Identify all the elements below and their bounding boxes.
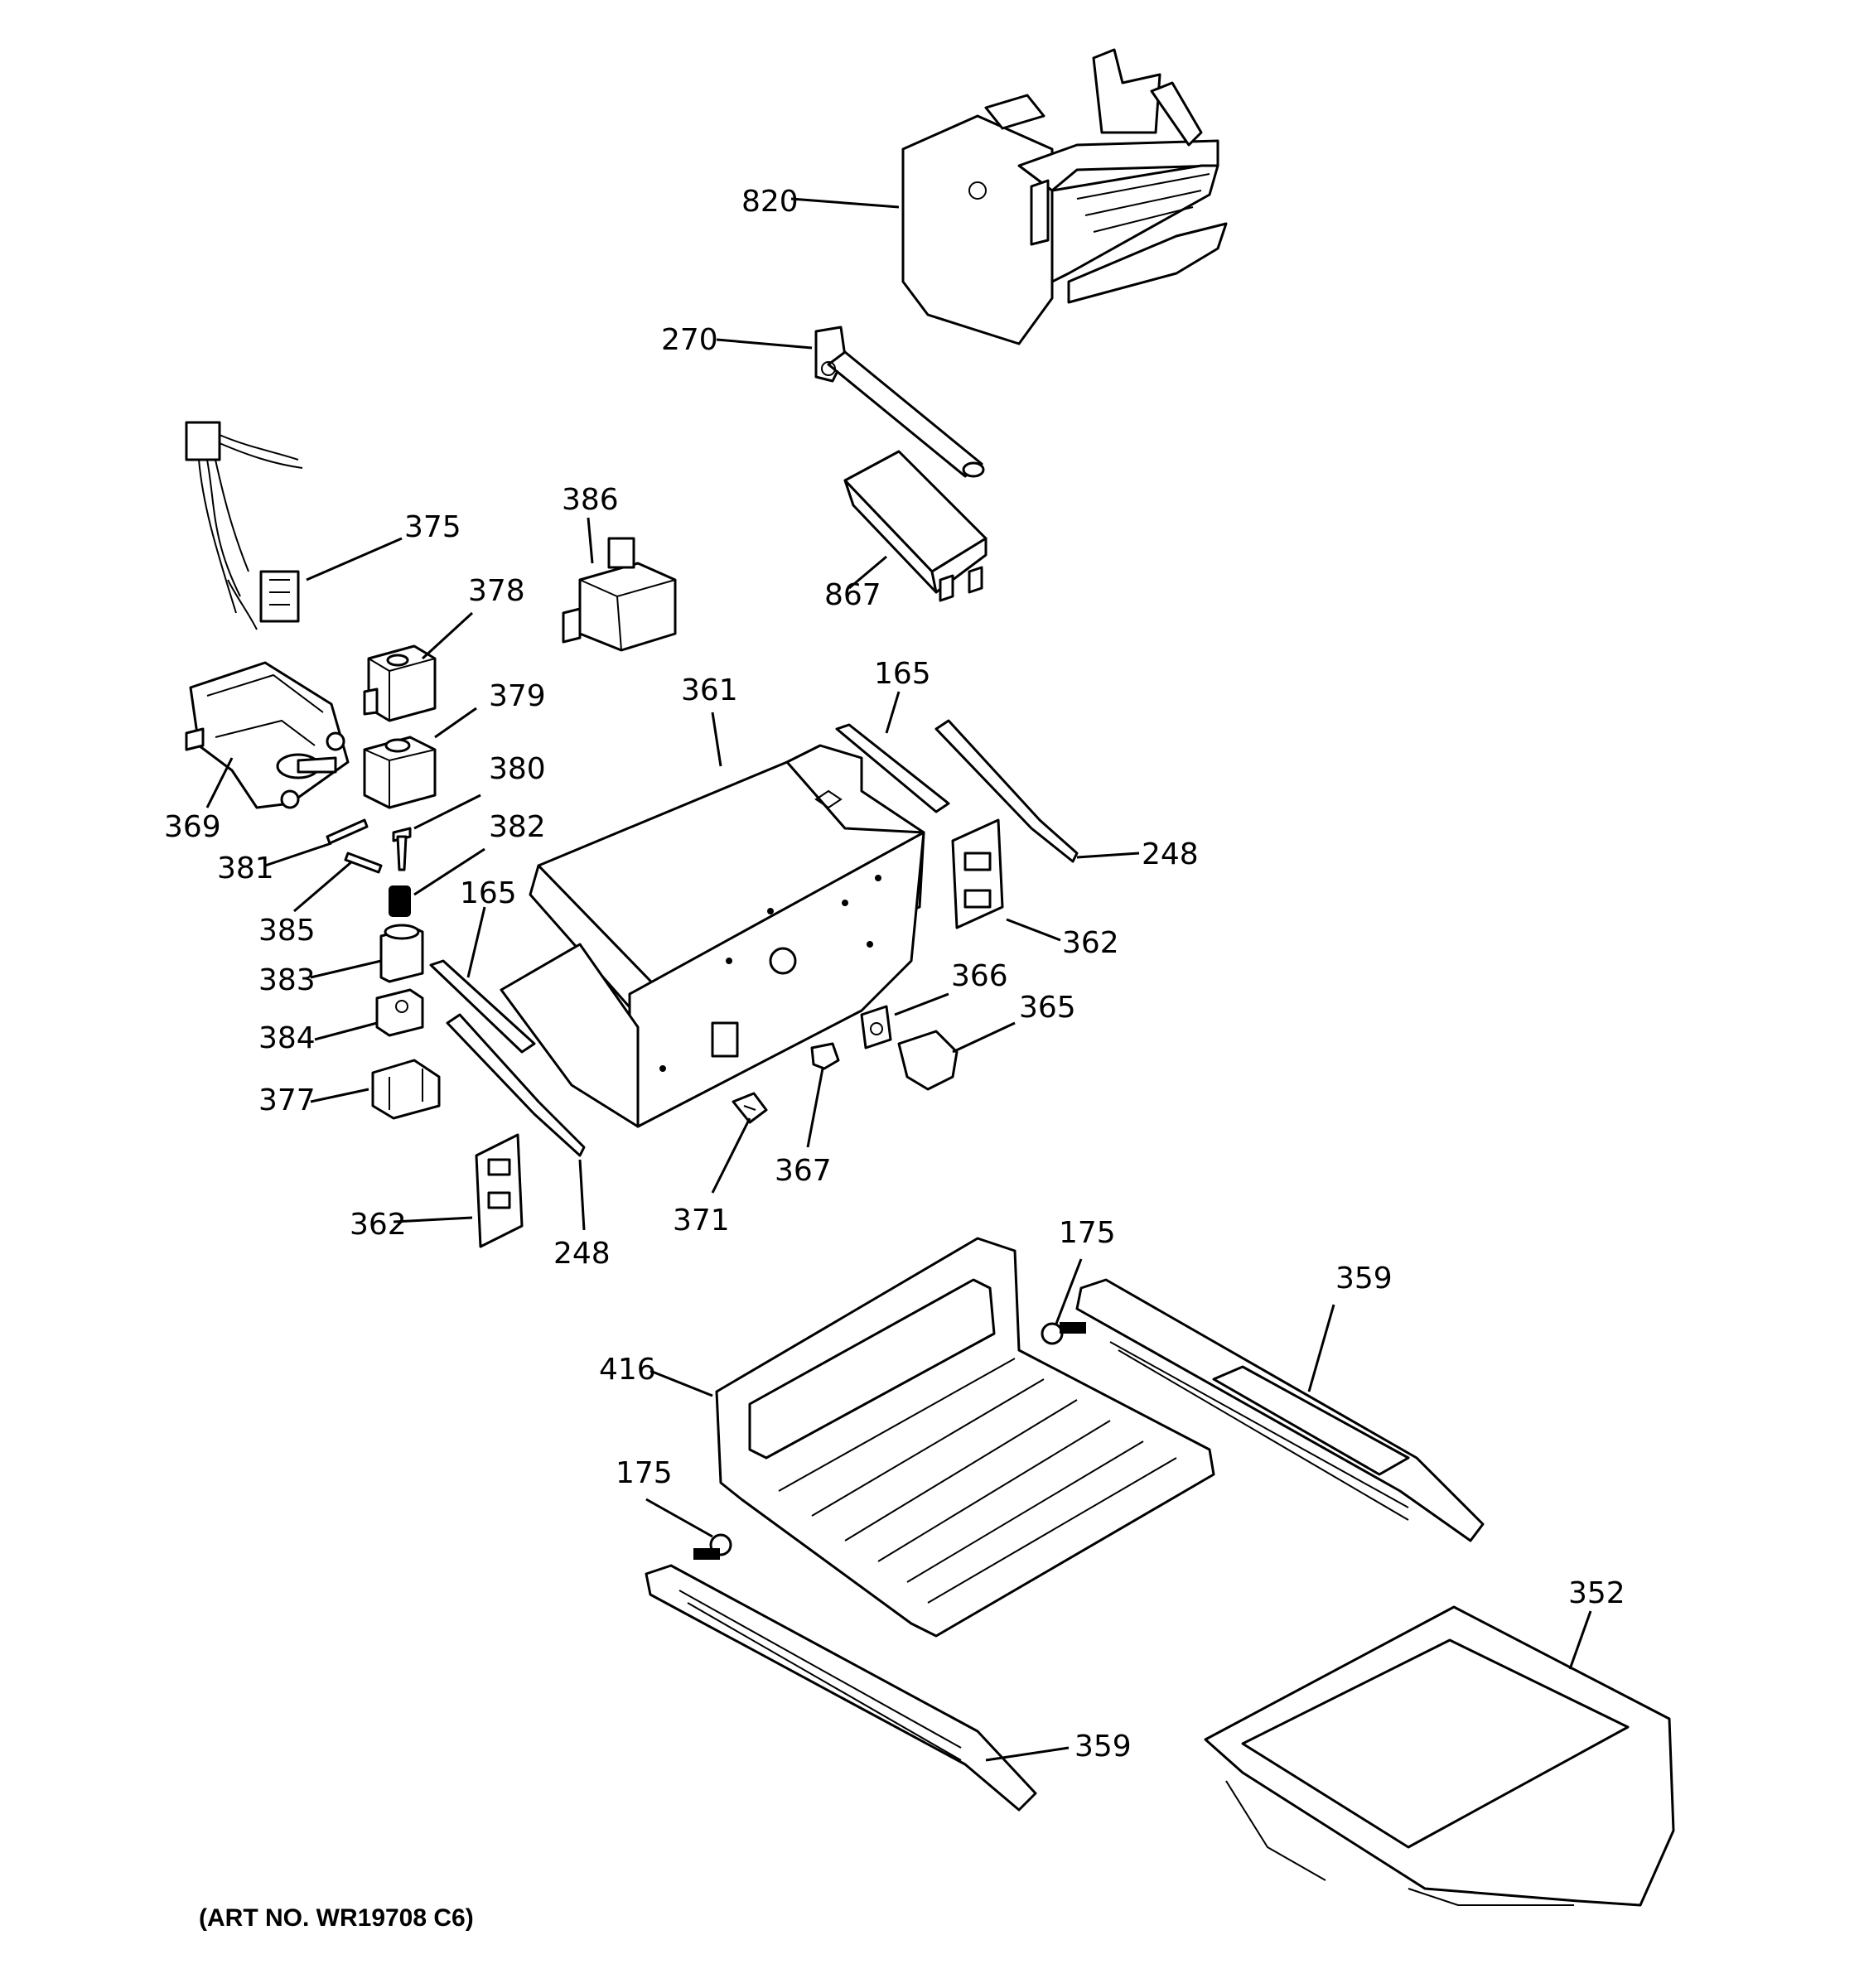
leader-lines [205,197,1592,1762]
callout-361: 361 [681,673,738,707]
art-number: (ART NO. WR19708 C6) [199,1904,474,1932]
rail-part-359-upper [1075,1278,1485,1542]
callout-375: 375 [404,510,461,544]
ice-maker-part-820 [901,48,1228,345]
callout-369: 369 [164,810,221,844]
callout-365: 365 [1019,991,1076,1025]
callout-352: 352 [1568,1576,1625,1610]
callout-270: 270 [661,323,718,357]
clip-part-366 [860,1005,892,1049]
fill-tube-part-270 [814,326,985,478]
callout-175-lower: 175 [616,1456,673,1490]
callout-385: 385 [258,914,316,948]
callout-381: 381 [217,852,274,885]
callout-367: 367 [775,1154,832,1188]
callout-359-upper: 359 [1335,1262,1393,1296]
wire-harness-part-375 [185,421,303,630]
callout-379: 379 [489,679,546,713]
small-parts-group [326,818,441,1120]
screw-part-175-lower [693,1533,732,1560]
callout-377: 377 [258,1083,316,1117]
tray-part-352 [1204,1605,1675,1907]
bracket-part-362-left [475,1133,524,1248]
callout-386: 386 [562,483,619,517]
block-part-379 [363,736,437,809]
callout-378: 378 [468,574,525,608]
strip-part-165-upper [835,723,950,813]
callout-248-upper: 248 [1142,837,1199,871]
callout-165-lower: 165 [460,876,517,910]
callout-820: 820 [741,185,799,219]
strip-part-248-lower [446,1013,586,1157]
callout-384: 384 [258,1021,316,1055]
bracket-part-362-right [951,818,1004,929]
motor-part-369 [185,661,350,809]
fastener-part-367 [810,1042,840,1070]
rail-part-359-lower [645,1564,1037,1812]
callout-382: 382 [489,810,546,844]
callout-labels: 820 270 375 386 867 378 379 369 380 381 … [164,185,1625,1764]
callout-366: 366 [951,959,1008,993]
housing-part-361 [500,744,925,1128]
callout-175-upper: 175 [1059,1216,1116,1250]
callout-362-left: 362 [350,1208,407,1242]
shelf-part-416 [715,1237,1215,1638]
screw-part-175-upper [1041,1322,1086,1345]
switch-part-386 [562,537,677,652]
chute-part-867 [843,450,988,602]
callout-380: 380 [489,752,546,786]
callout-359-lower: 359 [1074,1730,1132,1764]
callout-165-upper: 165 [874,657,931,691]
strip-part-165-lower [429,959,536,1054]
callout-383: 383 [258,963,316,997]
callout-867: 867 [824,578,881,612]
callout-248-lower: 248 [553,1237,611,1271]
callout-416: 416 [599,1353,656,1387]
strip-part-248-upper [934,719,1079,863]
solenoid-part-378 [363,644,437,722]
callout-371: 371 [673,1204,730,1238]
callout-362-right: 362 [1062,926,1119,960]
fastener-part-371 [732,1092,768,1124]
bracket-part-365 [897,1030,959,1091]
